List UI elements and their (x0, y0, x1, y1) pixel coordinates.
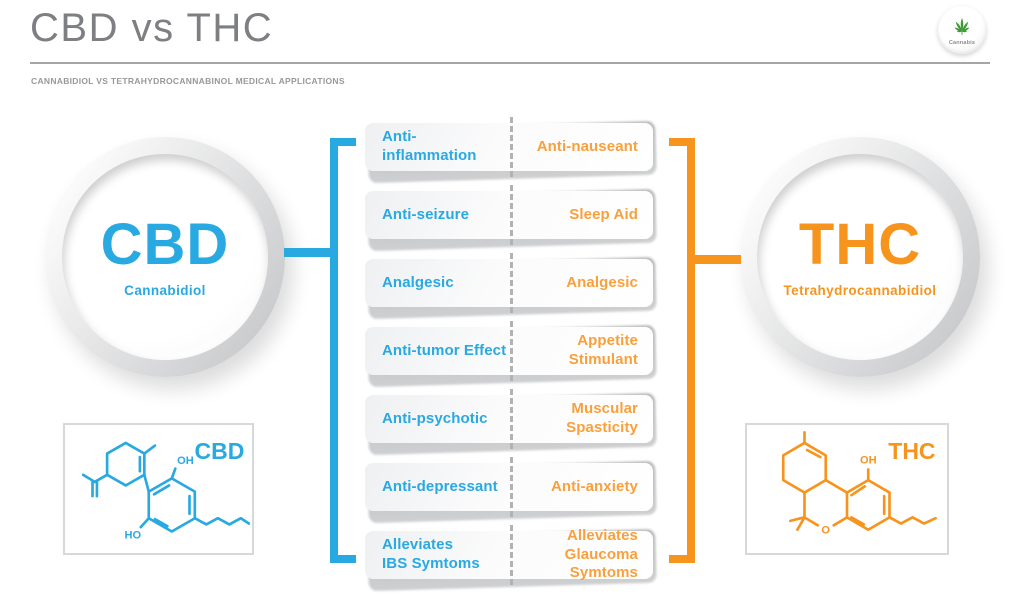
header-divider (30, 62, 990, 64)
thc-structure-title: THC (888, 438, 935, 464)
comparison-row: Anti-inflammation Anti-nauseant (365, 117, 653, 177)
cbd-benefit-label: Anti-seizure (382, 205, 470, 223)
thc-benefit-label: Anti-nauseant (536, 137, 638, 155)
thc-oh-label: OH (860, 454, 877, 466)
cbd-benefit-label: Analgesic (382, 273, 454, 291)
dashed-divider (509, 321, 513, 381)
thc-abbr: THC (798, 212, 922, 277)
cbd-benefit-label: Anti-psychotic (382, 409, 488, 427)
thc-name: Tetrahydrocannabidiol (783, 283, 937, 298)
thc-benefit-label: Alleviates Glaucoma Symtoms (564, 527, 638, 581)
dashed-divider (509, 389, 513, 449)
cbd-circle-inner: CBD Cannabidiol (62, 154, 268, 360)
thc-molecule: OH O THC (781, 430, 937, 536)
thc-structure-box: OH O THC (745, 423, 949, 555)
cannabis-leaf-icon (954, 17, 970, 35)
comparison-list: Anti-inflammation Anti-nauseant Anti-sei… (365, 117, 653, 585)
comparison-row: Anti-tumor Effect Appetite Stimulant (365, 321, 653, 381)
cbd-benefit-label: Anti-tumor Effect (382, 341, 507, 359)
thc-circle-inner: THC Tetrahydrocannabidiol (757, 154, 963, 360)
dashed-divider (509, 525, 513, 585)
comparison-row: Anti-psychotic Muscular Spasticity (365, 389, 653, 449)
dashed-divider (509, 185, 513, 245)
cbd-molecule: OH HO CBD (81, 438, 250, 542)
badge-label: Cannabis (948, 40, 976, 46)
comparison-row: Anti-seizure Sleep Aid (365, 185, 653, 245)
cbd-structure-title: CBD (195, 438, 245, 464)
dashed-divider (509, 457, 513, 517)
page-title: CBD vs THC (30, 6, 274, 50)
cbd-oh-top-label: OH (177, 455, 194, 467)
thc-benefit-label: Anti-anxiety (550, 477, 638, 495)
cbd-ho-bottom-label: HO (125, 530, 142, 542)
thc-o-ring-label: O (821, 524, 830, 536)
cbd-structure-box: OH HO CBD (63, 423, 254, 555)
cbd-benefit-label: Anti-depressant (382, 477, 498, 495)
dashed-divider (509, 253, 513, 313)
cbd-abbr: CBD (100, 212, 230, 277)
thc-connector-line (695, 255, 741, 264)
comparison-row: Analgesic Analgesic (365, 253, 653, 313)
thc-benefit-label: Sleep Aid (569, 205, 638, 223)
cbd-name: Cannabidiol (124, 283, 206, 298)
cannabis-badge: Cannabis (938, 6, 986, 54)
thc-benefit-label: Appetite Stimulant (568, 332, 638, 368)
thc-benefit-label: Analgesic (566, 273, 638, 291)
cbd-bracket (330, 138, 356, 563)
cbd-connector-line (284, 248, 330, 257)
thc-circle: THC Tetrahydrocannabidiol (740, 137, 980, 377)
dashed-divider (509, 117, 513, 177)
cbd-benefit-label: Anti-inflammation (382, 128, 477, 164)
thc-benefit-label: Muscular Spasticity (566, 400, 638, 436)
comparison-row: Alleviates IBS Symtoms Alleviates Glauco… (365, 525, 653, 585)
thc-bracket (669, 138, 695, 563)
cbd-circle: CBD Cannabidiol (45, 137, 285, 377)
page-subtitle: CANNABIDIOL VS TETRAHYDROCANNABINOL MEDI… (31, 76, 345, 86)
cbd-benefit-label: Alleviates IBS Symtoms (382, 536, 480, 572)
comparison-row: Anti-depressant Anti-anxiety (365, 457, 653, 517)
